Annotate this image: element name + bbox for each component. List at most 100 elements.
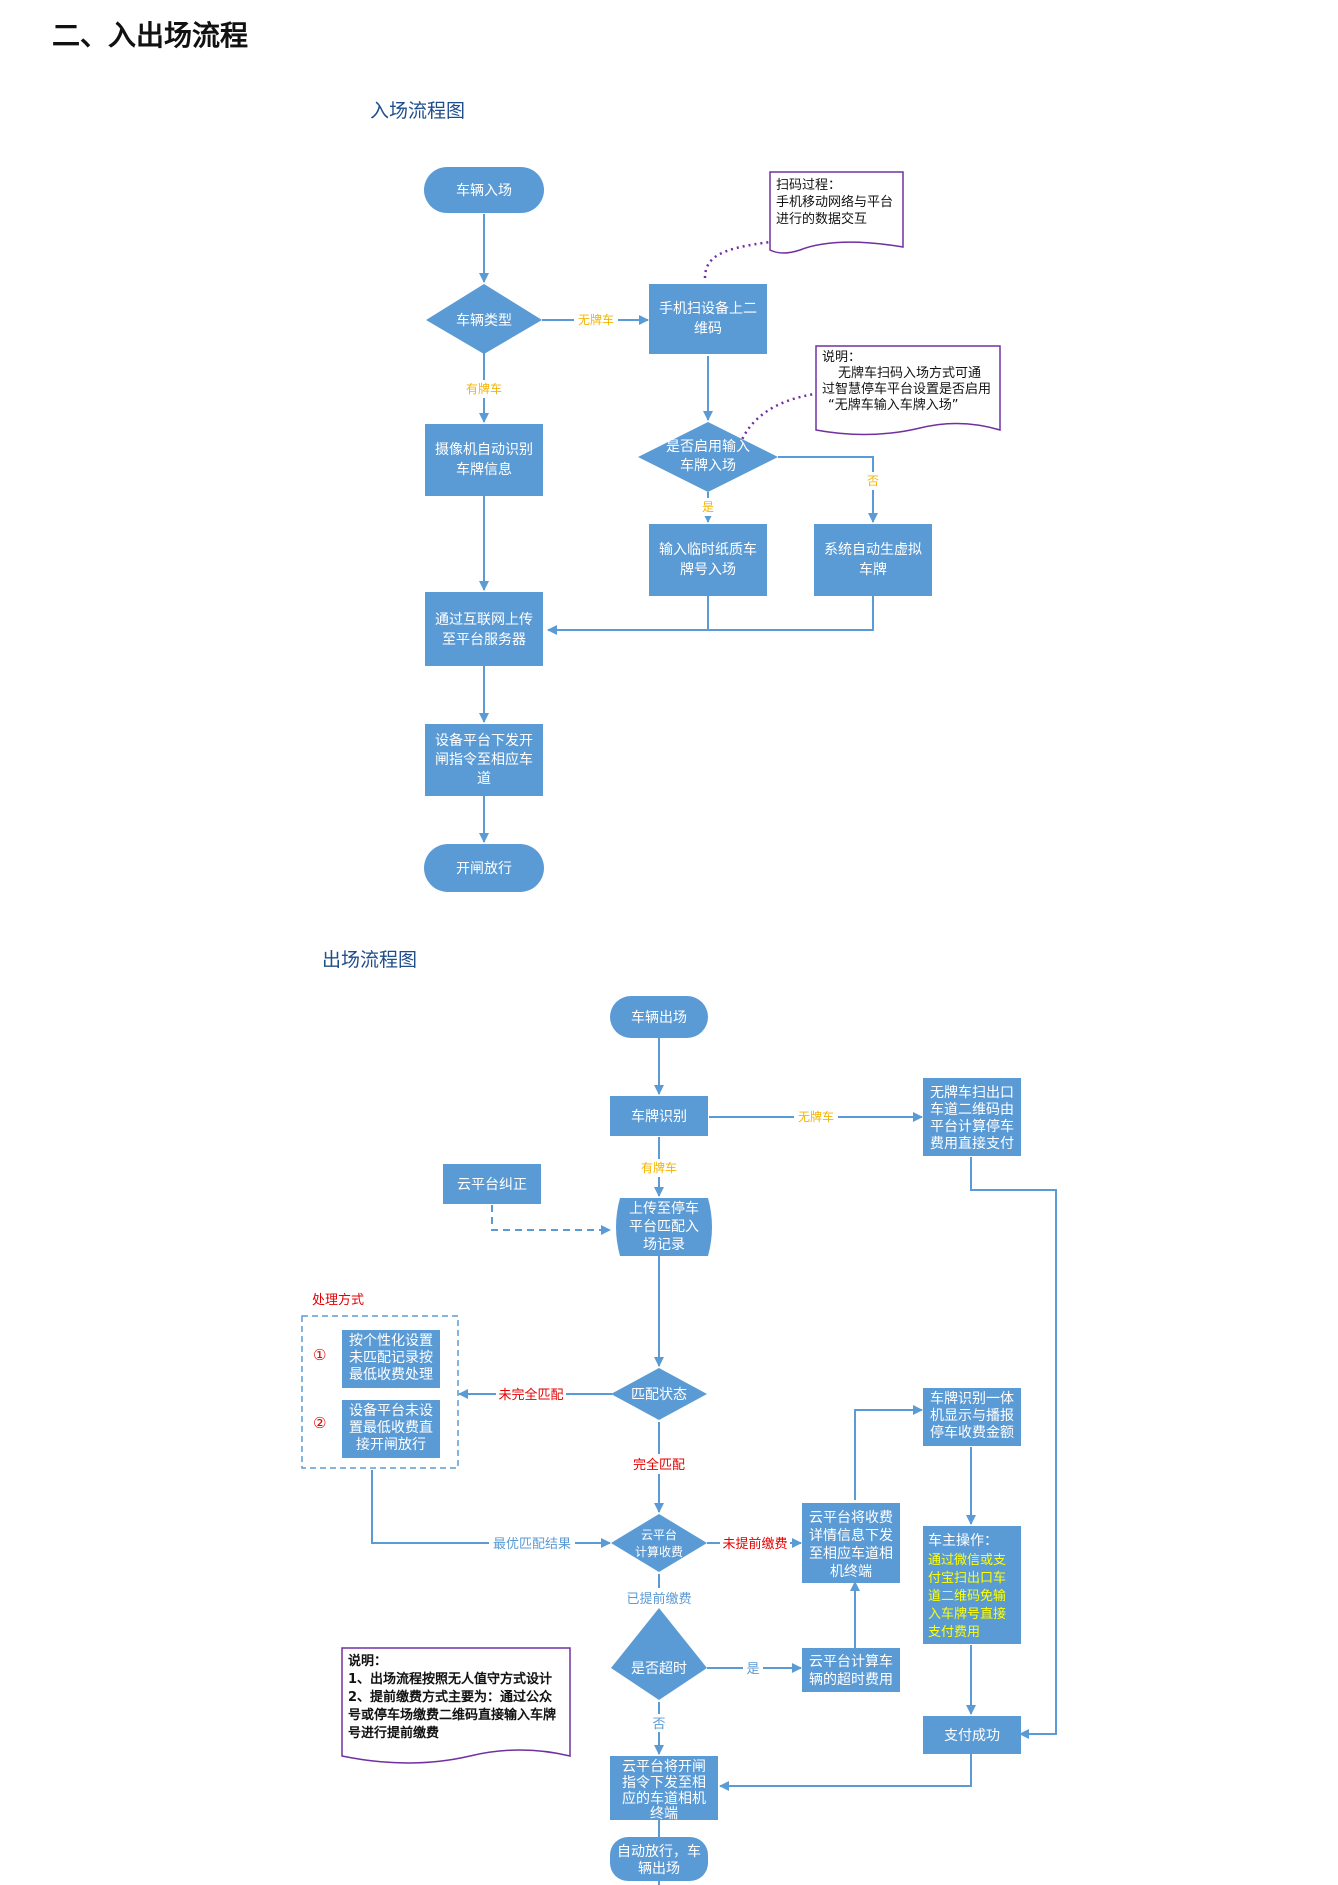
svg-text:维码: 维码 xyxy=(694,321,722,337)
svg-text:详情信息下发: 详情信息下发 xyxy=(809,1527,893,1544)
svg-text:“无牌车输入车牌入场”: “无牌车输入车牌入场” xyxy=(828,397,958,413)
entry-upload-box: 通过互联网上传 至平台服务器 xyxy=(425,592,543,666)
exit-plate-recog-box: 车牌识别 xyxy=(610,1096,708,1136)
entry-virtual-plate-box: 系统自动生虚拟 车牌 xyxy=(814,524,932,596)
exit-not-prepaid-label: 未提前缴费 xyxy=(722,1536,787,1552)
entry-flow: 无牌车 有牌车 是 否 车辆入场 车辆类型 手机扫设备上二 维码 摄像机自动识别… xyxy=(424,167,1001,892)
exit-heading: 出场流程图 xyxy=(322,949,418,971)
entry-scan-note: 扫码过程： 手机移动网络与平台 进行的数据交互 xyxy=(769,171,904,254)
exit-timeout-no-label: 否 xyxy=(652,1717,665,1732)
exit-match-state-decision: 匹配状态 xyxy=(611,1368,707,1420)
svg-text:费用直接支付: 费用直接支付 xyxy=(930,1135,1014,1152)
circle-one-label: ① xyxy=(313,1346,326,1364)
entry-heading: 入场流程图 xyxy=(370,100,466,122)
svg-text:2、提前缴费方式主要为：通过公众: 2、提前缴费方式主要为：通过公众 xyxy=(348,1689,552,1705)
entry-start-terminal: 车辆入场 xyxy=(424,167,544,213)
svg-text:无牌车扫出口: 无牌车扫出口 xyxy=(930,1084,1014,1101)
entry-vehicle-type-decision: 车辆类型 xyxy=(426,284,542,354)
entry-no-plate-label: 无牌车 xyxy=(578,312,614,327)
svg-text:至相应车道相: 至相应车道相 xyxy=(809,1545,893,1562)
svg-text:通过互联网上传: 通过互联网上传 xyxy=(435,612,533,628)
exit-note: 说明： 1、出场流程按照无人值守方式设计 2、提前缴费方式主要为：通过公众 号或… xyxy=(341,1647,571,1764)
svg-text:计算收费: 计算收费 xyxy=(635,1544,683,1559)
svg-text:上传至停车: 上传至停车 xyxy=(629,1200,699,1217)
exit-pay-success-box: 支付成功 xyxy=(923,1716,1021,1754)
svg-text:最低收费处理: 最低收费处理 xyxy=(349,1367,433,1383)
svg-text:通过微信或支: 通过微信或支 xyxy=(928,1553,1006,1568)
svg-text:指令下发至相: 指令下发至相 xyxy=(622,1775,706,1791)
entry-issue-command-box: 设备平台下发开 闸指令至相应车 道 xyxy=(425,724,543,796)
svg-text:是否超时: 是否超时 xyxy=(631,1661,687,1677)
exit-owner-operation-box: 车主操作： 通过微信或支 付宝扫出口车 道二维码免输 入车牌号直接 支付费用 xyxy=(923,1526,1021,1644)
exit-timeout-decision: 是否超时 xyxy=(611,1608,707,1700)
svg-text:平台计算停车: 平台计算停车 xyxy=(930,1118,1014,1135)
svg-text:付宝扫出口车: 付宝扫出口车 xyxy=(928,1570,1006,1586)
exit-no-plate-label: 无牌车 xyxy=(798,1109,834,1124)
svg-text:无牌车扫码入场方式可通: 无牌车扫码入场方式可通 xyxy=(838,365,981,381)
svg-text:进行的数据交互: 进行的数据交互 xyxy=(776,211,867,227)
svg-text:手机移动网络与平台: 手机移动网络与平台 xyxy=(776,194,893,210)
svg-text:输入临时纸质车: 输入临时纸质车 xyxy=(659,541,757,558)
entry-enable-check-decision: 是否启用输入 车牌入场 xyxy=(638,422,778,492)
svg-text:云平台: 云平台 xyxy=(641,1527,677,1542)
svg-text:云平台将开闸: 云平台将开闸 xyxy=(622,1759,706,1775)
exit-release-terminal: 自动放行，车 辆出场 xyxy=(610,1837,708,1881)
svg-text:车牌信息: 车牌信息 xyxy=(456,461,512,478)
svg-text:车牌识别一体: 车牌识别一体 xyxy=(930,1390,1014,1407)
svg-text:按个性化设置: 按个性化设置 xyxy=(349,1333,433,1349)
exit-calc-timeout-box: 云平台计算车 辆的超时费用 xyxy=(802,1648,900,1692)
exit-option-2-box xyxy=(342,1400,440,1458)
svg-text:支付成功: 支付成功 xyxy=(944,1728,1000,1744)
svg-text:是否启用输入: 是否启用输入 xyxy=(666,439,750,455)
exit-upload-match-box: 上传至停车 平台匹配入 场记录 xyxy=(616,1198,712,1256)
exit-open-command-box: 云平台将开闸 指令下发至相 应的车道相机 终端 xyxy=(610,1756,718,1822)
exit-cloud-send-box: 云平台将收费 详情信息下发 至相应车道相 机终端 xyxy=(802,1503,900,1583)
entry-yes-label: 是 xyxy=(702,500,714,514)
svg-text:辆出场: 辆出场 xyxy=(638,1861,680,1877)
svg-text:匹配状态: 匹配状态 xyxy=(631,1387,687,1403)
svg-text:场记录: 场记录 xyxy=(643,1237,685,1253)
svg-text:接开闸放行: 接开闸放行 xyxy=(356,1436,426,1453)
exit-prepaid-label: 已提前缴费 xyxy=(626,1591,691,1607)
exit-cloud-calc-decision: 云平台 计算收费 xyxy=(611,1514,707,1572)
entry-scan-qr-box: 手机扫设备上二 维码 xyxy=(649,284,767,354)
page-title: 二、入出场流程 xyxy=(52,19,249,52)
svg-text:号或停车场缴费二维码直接输入车牌: 号或停车场缴费二维码直接输入车牌 xyxy=(348,1707,556,1723)
svg-text:系统自动生虚拟: 系统自动生虚拟 xyxy=(824,542,922,558)
svg-text:停车收费金额: 停车收费金额 xyxy=(930,1424,1014,1441)
svg-text:云平台纠正: 云平台纠正 xyxy=(457,1177,527,1193)
entry-explain-note: 说明： 无牌车扫码入场方式可通 过智慧停车平台设置是否启用 “无牌车输入车牌入场… xyxy=(815,345,1001,436)
entry-open-gate-terminal: 开闸放行 xyxy=(424,844,544,892)
svg-text:摄像机自动识别: 摄像机自动识别 xyxy=(435,442,533,458)
exit-full-match-label: 完全匹配 xyxy=(633,1457,685,1473)
svg-text:说明：: 说明： xyxy=(822,350,861,365)
circle-two-label: ② xyxy=(313,1414,326,1432)
exit-handling-group: 处理方式 ① ② 按个性化设置 未匹配记录按 最低收费处理 设备平台未设 置最低… xyxy=(301,1292,459,1469)
svg-text:号进行提前缴费: 号进行提前缴费 xyxy=(348,1725,439,1741)
exit-timeout-yes-label: 是 xyxy=(746,1662,759,1677)
svg-text:道: 道 xyxy=(477,771,491,787)
svg-text:支付费用: 支付费用 xyxy=(928,1625,980,1640)
exit-option-1-box xyxy=(342,1330,440,1388)
svg-text:车主操作：: 车主操作： xyxy=(928,1532,998,1549)
svg-text:置最低收费直: 置最低收费直 xyxy=(349,1419,433,1436)
svg-text:应的车道相机: 应的车道相机 xyxy=(622,1790,706,1807)
exit-cloud-fix-box: 云平台纠正 xyxy=(443,1164,541,1204)
exit-start-terminal: 车辆出场 xyxy=(610,996,708,1038)
svg-text:过智慧停车平台设置是否启用: 过智慧停车平台设置是否启用 xyxy=(822,381,991,397)
svg-text:终端: 终端 xyxy=(650,1806,678,1822)
svg-text:自动放行，车: 自动放行，车 xyxy=(617,1843,701,1860)
svg-text:车道二维码由: 车道二维码由 xyxy=(930,1101,1014,1118)
svg-text:机终端: 机终端 xyxy=(830,1564,872,1580)
svg-text:车辆入场: 车辆入场 xyxy=(456,182,512,199)
svg-text:云平台将收费: 云平台将收费 xyxy=(809,1510,893,1526)
entry-has-plate-label: 有牌车 xyxy=(466,381,502,396)
exit-no-plate-pay-box: 无牌车扫出口 车道二维码由 平台计算停车 费用直接支付 xyxy=(923,1078,1021,1156)
svg-text:车辆出场: 车辆出场 xyxy=(631,1009,687,1026)
svg-text:道二维码免输: 道二维码免输 xyxy=(928,1588,1006,1604)
svg-text:设备平台未设: 设备平台未设 xyxy=(349,1402,433,1419)
exit-has-plate-label: 有牌车 xyxy=(641,1160,677,1175)
svg-text:平台匹配入: 平台匹配入 xyxy=(629,1219,699,1235)
svg-text:闸指令至相应车: 闸指令至相应车 xyxy=(435,751,533,768)
